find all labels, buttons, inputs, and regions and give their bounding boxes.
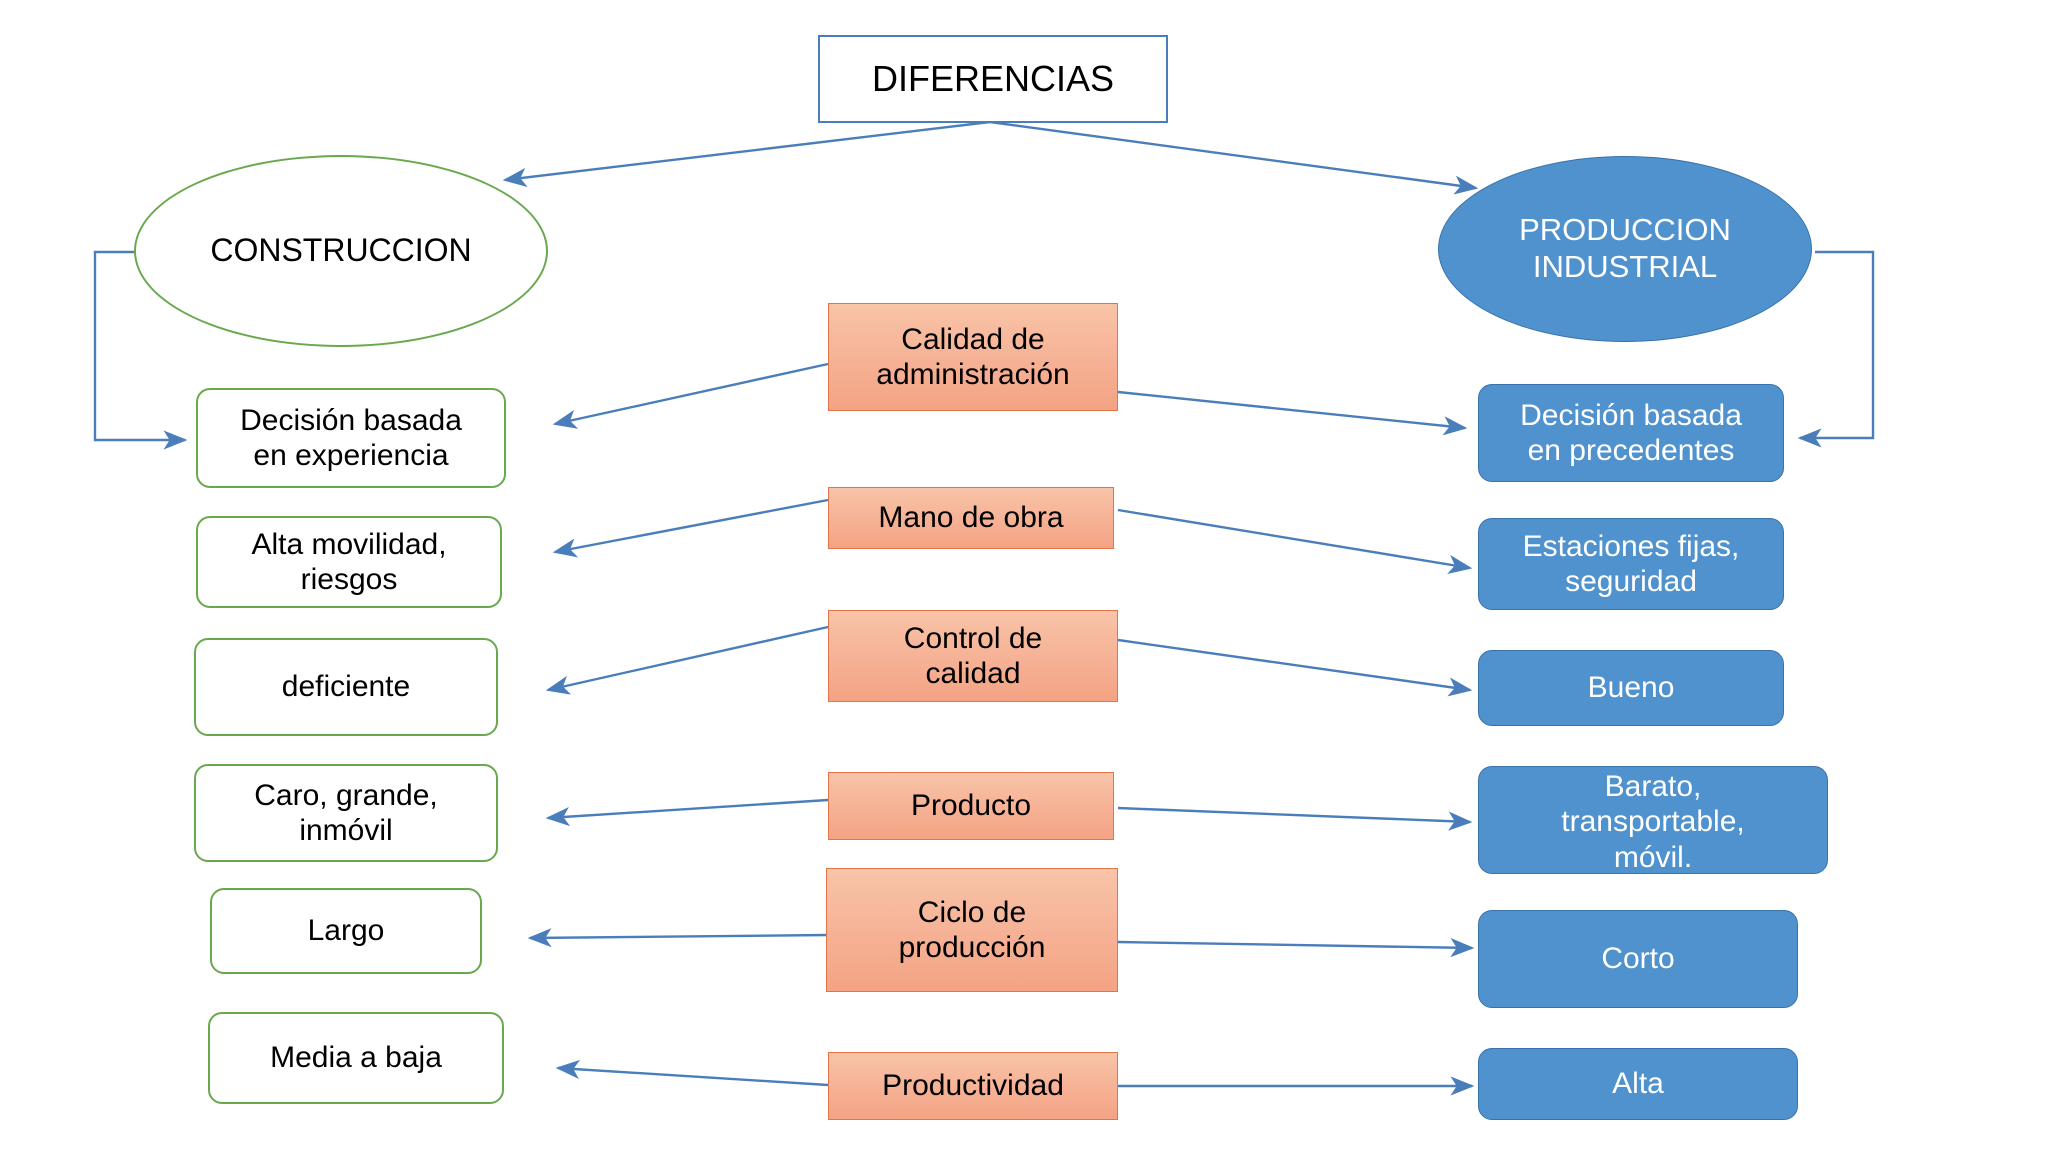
connector-row-5-left (527, 928, 829, 948)
left-box-row-1-label: Decisión basada en experiencia (240, 403, 462, 472)
connector-row-3-right (1117, 638, 1473, 697)
right-box-row-5[interactable]: Corto (1478, 910, 1798, 1008)
connector-row-1-left (552, 362, 829, 429)
connector-title-to-construccion (502, 120, 991, 187)
criterion-box-row-6-label: Productividad (882, 1069, 1064, 1103)
connector-row-2-left (552, 498, 829, 558)
connector-row-6-left (555, 1059, 829, 1087)
criterion-box-row-4-label: Producto (910, 789, 1032, 823)
node-produccion-industrial[interactable]: PRODUCCION INDUSTRIAL (1438, 156, 1812, 342)
criterion-box-row-1[interactable]: Calidad de administración (828, 303, 1118, 411)
left-box-row-3-label: deficiente (281, 670, 411, 704)
connector-row-1-right (1117, 390, 1468, 436)
right-box-row-4[interactable]: Barato, transportable, móvil. (1478, 766, 1828, 874)
right-box-row-3-label: Bueno (1587, 671, 1675, 705)
criterion-box-row-3[interactable]: Control de calidad (828, 610, 1118, 702)
left-box-row-4-label: Caro, grande, inmóvil (254, 778, 438, 847)
criterion-box-row-4[interactable]: Producto (828, 772, 1114, 840)
right-box-row-6-label: Alta (1612, 1067, 1664, 1101)
left-box-row-6-label: Media a baja (270, 1041, 442, 1075)
right-box-row-5-label: Corto (1601, 942, 1675, 976)
left-box-row-2-label: Alta movilidad, riesgos (251, 527, 447, 596)
node-construccion[interactable]: CONSTRUCCION (134, 155, 548, 347)
diagram-title-box[interactable]: DIFERENCIAS (818, 35, 1168, 123)
left-box-row-3[interactable]: deficiente (194, 638, 498, 736)
connector-row-2-right (1117, 508, 1473, 574)
left-box-row-4[interactable]: Caro, grande, inmóvil (194, 764, 498, 862)
connector-row-4-left (545, 798, 829, 827)
connector-row-4-right (1117, 806, 1473, 831)
left-box-row-1[interactable]: Decisión basada en experiencia (196, 388, 506, 488)
connector-title-to-produccion (989, 120, 1479, 195)
right-box-row-1[interactable]: Decisión basada en precedentes (1478, 384, 1784, 482)
criterion-box-row-1-label: Calidad de administración (876, 322, 1070, 391)
left-box-row-2[interactable]: Alta movilidad, riesgos (196, 516, 502, 608)
criterion-box-row-5-label: Ciclo de producción (898, 895, 1046, 964)
criterion-box-row-5[interactable]: Ciclo de producción (826, 868, 1118, 992)
left-box-row-6[interactable]: Media a baja (208, 1012, 504, 1104)
right-box-row-1-label: Decisión basada en precedentes (1520, 398, 1742, 467)
diagram-title-label: DIFERENCIAS (871, 57, 1115, 99)
criterion-box-row-3-label: Control de calidad (903, 621, 1043, 690)
right-box-row-4-label: Barato, transportable, móvil. (1561, 770, 1745, 874)
right-box-row-3[interactable]: Bueno (1478, 650, 1784, 726)
criterion-box-row-6[interactable]: Productividad (828, 1052, 1118, 1120)
left-box-row-5[interactable]: Largo (210, 888, 482, 974)
right-box-row-6[interactable]: Alta (1478, 1048, 1798, 1120)
right-box-row-2-label: Estaciones fijas, seguridad (1522, 529, 1740, 598)
criterion-box-row-2-label: Mano de obra (878, 501, 1064, 535)
connector-row-3-left (545, 625, 829, 695)
left-box-row-5-label: Largo (307, 914, 385, 948)
right-box-row-2[interactable]: Estaciones fijas, seguridad (1478, 518, 1784, 610)
construccion-label: CONSTRUCCION (210, 232, 472, 269)
produccion-industrial-label: PRODUCCION INDUSTRIAL (1519, 212, 1731, 284)
connector-row-5-right (1117, 938, 1475, 958)
criterion-box-row-2[interactable]: Mano de obra (828, 487, 1114, 549)
